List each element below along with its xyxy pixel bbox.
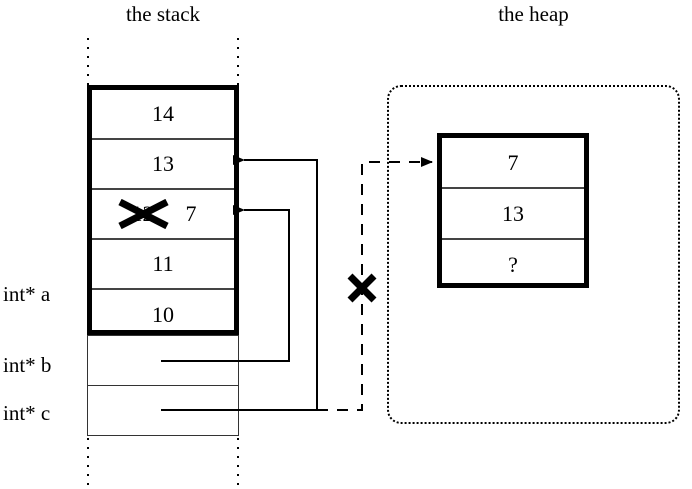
stack-cell-4-value: 10	[152, 302, 174, 327]
heap-block-box: 7 13 ?	[437, 133, 589, 288]
stack-cell-2-new-value: 7	[185, 201, 197, 226]
heap-cell-0: 7	[442, 138, 584, 189]
stack-cell-1-value: 13	[152, 151, 174, 176]
stack-extension-lines-top	[87, 38, 239, 85]
stack-cell-2: 12 7	[92, 190, 234, 240]
stack-slot-b	[87, 335, 239, 386]
stack-cell-1: 13	[92, 140, 234, 190]
stack-extension-lines-bottom	[87, 438, 239, 486]
variable-label-c: int* c	[3, 401, 51, 425]
stack-cell-2-content: 12 7	[92, 190, 234, 238]
crossed-out-group: 12	[117, 190, 169, 238]
stack-frame-box: 14 13 12 7 11 10	[87, 85, 239, 335]
stack-cell-3-value: 11	[152, 251, 174, 276]
variable-label-b: int* b	[3, 353, 52, 377]
heap-cell-2: ?	[508, 252, 518, 277]
stack-cell-4: 10	[92, 290, 234, 340]
variable-label-a: int* a	[3, 282, 51, 306]
heap-cell-1: 13	[442, 189, 584, 240]
stack-cell-3: 11	[92, 240, 234, 290]
heap-title: the heap	[498, 2, 569, 26]
stack-title: the stack	[125, 2, 201, 26]
stack-cell-2-old-value: 12	[131, 201, 154, 226]
invalidated-pointer-cross-icon	[347, 273, 377, 303]
stack-slot-c	[87, 386, 239, 436]
stack-cell-0-value: 14	[152, 101, 174, 126]
stack-cell-0: 14	[92, 90, 234, 140]
